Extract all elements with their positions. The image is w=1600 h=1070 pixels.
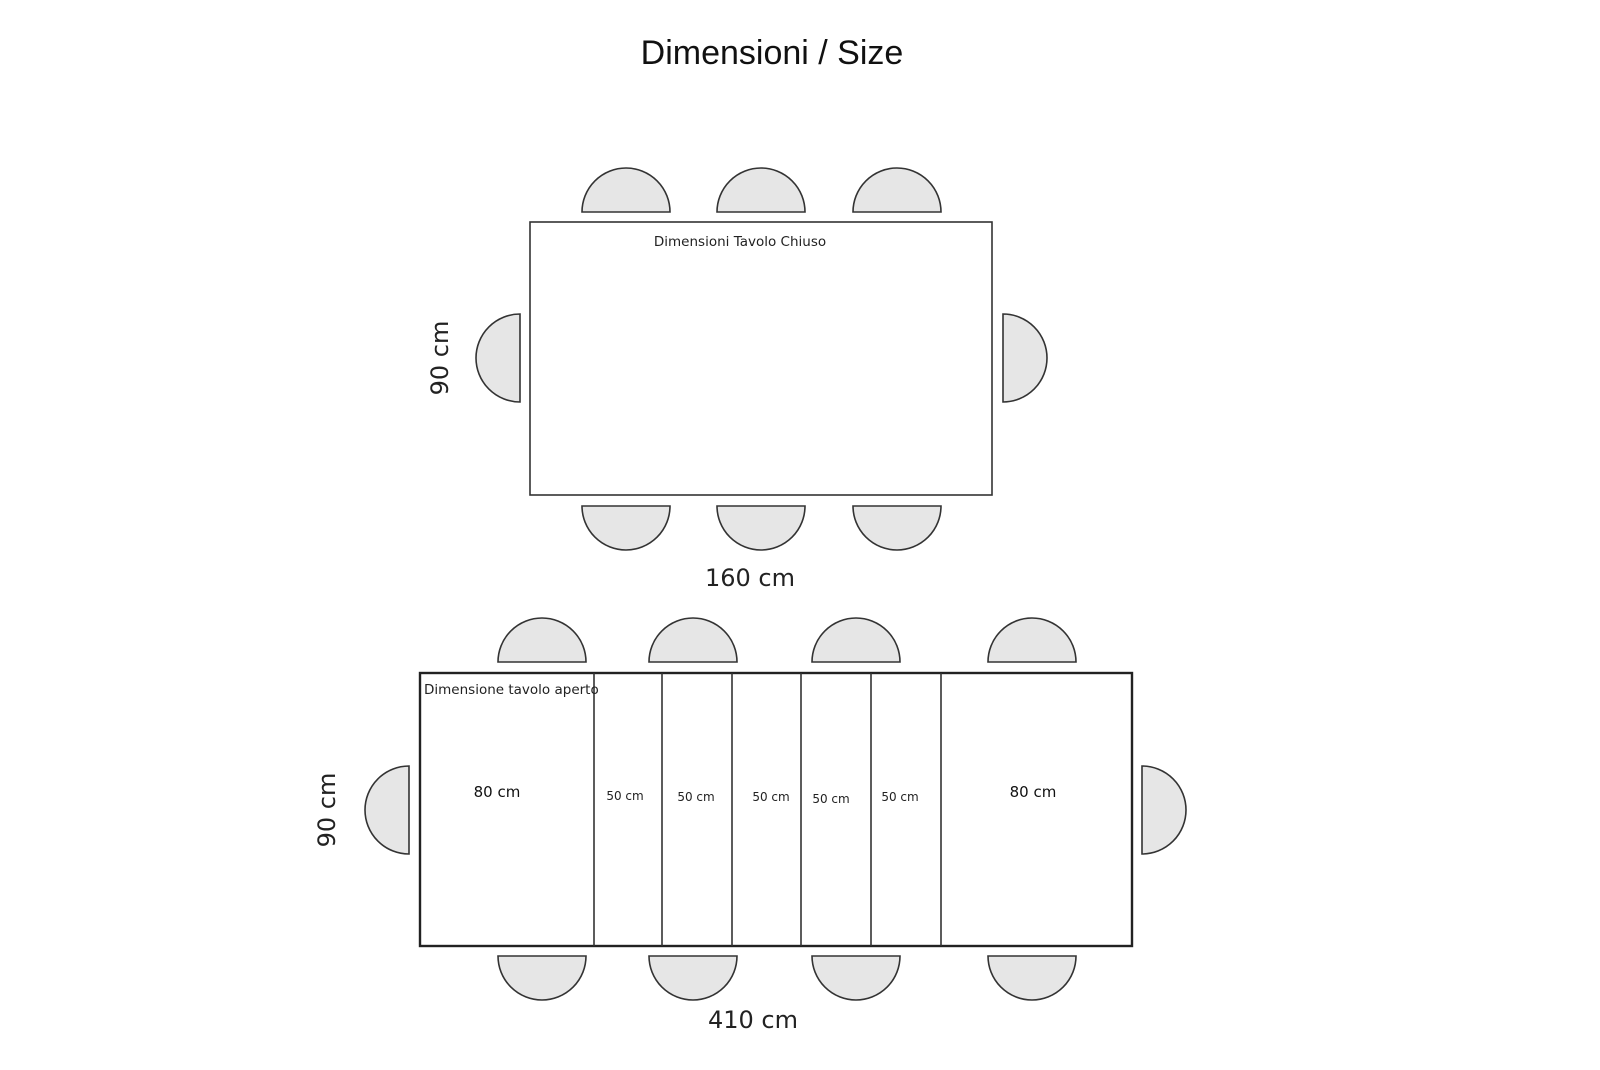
open-table-width-label: 410 cm bbox=[708, 1006, 798, 1034]
chair-closed-top-3 bbox=[852, 167, 942, 213]
closed-table-label: Dimensioni Tavolo Chiuso bbox=[654, 234, 826, 250]
chair-closed-right bbox=[1002, 313, 1048, 403]
segment-label: 80 cm bbox=[1010, 783, 1057, 801]
chair-closed-bottom-3 bbox=[852, 505, 942, 551]
closed-table-width-label: 160 cm bbox=[705, 564, 795, 592]
open-table-depth-label: 90 cm bbox=[313, 773, 341, 848]
closed-table-depth-label: 90 cm bbox=[426, 321, 454, 396]
chair-open-left bbox=[364, 765, 410, 855]
segment-label: 50 cm bbox=[677, 790, 714, 804]
segment-label: 50 cm bbox=[752, 790, 789, 804]
chair-closed-bottom-2 bbox=[716, 505, 806, 551]
chair-open-bottom-2 bbox=[648, 955, 738, 1001]
chair-open-top-4 bbox=[987, 617, 1077, 663]
chair-open-right bbox=[1141, 765, 1187, 855]
chair-closed-top-1 bbox=[581, 167, 671, 213]
chair-closed-left bbox=[475, 313, 521, 403]
segment-label: 50 cm bbox=[881, 790, 918, 804]
chair-open-bottom-1 bbox=[497, 955, 587, 1001]
chair-open-top-3 bbox=[811, 617, 901, 663]
closed-table-diagram: Dimensioni Tavolo Chiuso 90 cm 160 cm bbox=[426, 167, 1048, 592]
segment-label: 50 cm bbox=[606, 789, 643, 803]
open-table-diagram: Dimensione tavolo aperto 80 cm 50 cm 50 … bbox=[313, 617, 1187, 1034]
chair-closed-bottom-1 bbox=[581, 505, 671, 551]
segment-label: 50 cm bbox=[812, 792, 849, 806]
segment-label: 80 cm bbox=[474, 783, 521, 801]
diagram-title: Dimensioni / Size bbox=[641, 34, 904, 72]
chair-open-top-2 bbox=[648, 617, 738, 663]
chair-closed-top-2 bbox=[716, 167, 806, 213]
chair-open-top-1 bbox=[497, 617, 587, 663]
closed-table-top bbox=[529, 221, 993, 496]
open-table-label: Dimensione tavolo aperto bbox=[424, 682, 599, 698]
open-table-top bbox=[418, 671, 1134, 948]
chair-open-bottom-3 bbox=[811, 955, 901, 1001]
chair-open-bottom-4 bbox=[987, 955, 1077, 1001]
